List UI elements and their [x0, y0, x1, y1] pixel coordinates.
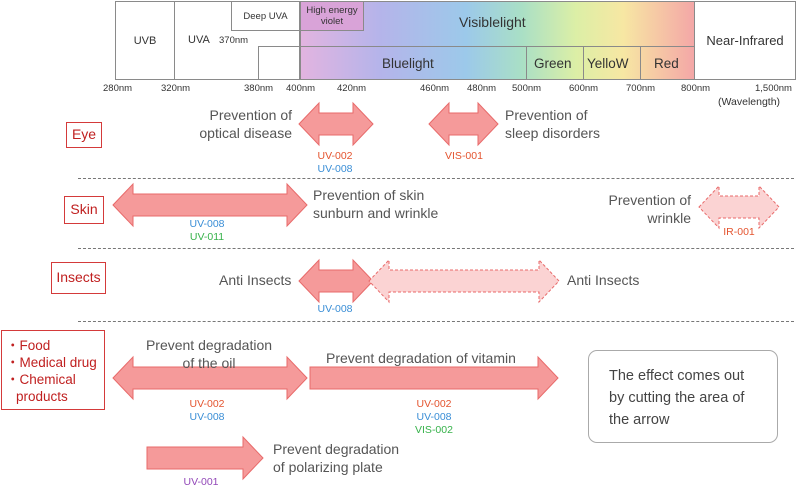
category-chemical-line: ・Chemical	[6, 372, 76, 387]
food-vitamin-codes: UV-002 UV-008 VIS-002	[415, 398, 453, 436]
tick-800: 800nm	[681, 83, 711, 94]
category-food-line: ・Food	[6, 338, 51, 353]
tick-280: 280nm	[103, 83, 133, 94]
tick-500: 500nm	[512, 83, 542, 94]
category-medical-line: ・Medical drug	[6, 355, 97, 370]
note-line-3: the arrow	[609, 412, 670, 428]
separator-2	[78, 248, 794, 249]
yellow-divider	[583, 46, 584, 80]
category-insects: Insects	[51, 262, 106, 294]
note-line-2: by cutting the area of	[609, 390, 745, 406]
category-products-line: products	[16, 389, 68, 404]
eye-sleep-desc: Prevention of sleep disorders	[505, 107, 600, 141]
arrow-food-oil	[112, 355, 308, 401]
note-box: The effect comes out by cutting the area…	[588, 350, 778, 443]
insects-left-desc: Anti Insects	[219, 272, 292, 288]
uvb-band: UVB	[115, 1, 175, 80]
arrow-food-vitamin	[309, 355, 559, 401]
food-vitamin-desc: Prevent degradation of vitamin	[326, 350, 516, 366]
near-infrared-band: Near-Infrared	[694, 1, 796, 80]
arrow-eye-optical	[298, 101, 374, 147]
wavelength-label: (Wavelength)	[718, 96, 781, 108]
tick-600: 600nm	[569, 83, 599, 94]
category-skin: Skin	[64, 196, 104, 224]
uva-370-label: 370nm	[219, 35, 249, 46]
arrow-food-plate	[146, 435, 264, 481]
tick-460: 460nm	[420, 83, 450, 94]
eye-optical-codes: UV-002 UV-008	[317, 150, 353, 175]
green-divider	[526, 46, 527, 80]
insects-codes: UV-008	[317, 303, 353, 315]
insects-right-desc: Anti Insects	[567, 272, 640, 288]
note-line-1: The effect comes out	[609, 368, 745, 384]
deep-uva-band: Deep UVA	[231, 1, 300, 31]
eye-optical-desc: Prevention of optical disease	[199, 107, 292, 141]
visible-divider	[300, 46, 695, 47]
food-plate-codes: UV-001	[183, 476, 219, 488]
skin-sunburn-desc: Prevention of skin sunburn and wrinkle	[313, 187, 439, 221]
tick-380: 380nm	[244, 83, 274, 94]
bluelight-label: Bluelight	[382, 56, 434, 71]
skin-wrinkle-codes: IR-001	[723, 226, 755, 238]
eye-sleep-codes: VIS-001	[445, 150, 483, 162]
arrow-insects-dashed	[368, 258, 560, 304]
skin-wrinkle-desc: Prevention of wrinkle	[608, 192, 692, 226]
separator-1	[78, 178, 794, 179]
category-food-drug-chemical: ・Food ・Medical drug ・Chemical products	[1, 330, 105, 410]
visible-gradient	[300, 1, 695, 80]
uva-lower-box	[258, 46, 300, 80]
category-eye: Eye	[66, 122, 102, 148]
green-label: Green	[534, 56, 572, 71]
yellow-label: YelloW	[587, 56, 629, 71]
separator-3	[78, 321, 794, 322]
tick-400: 400nm	[286, 83, 316, 94]
tick-480: 480nm	[467, 83, 497, 94]
food-oil-desc: Prevent degradation of the oil	[145, 337, 273, 371]
food-oil-codes: UV-002 UV-008	[189, 398, 225, 423]
tick-1500: 1,500nm	[755, 83, 792, 94]
arrow-skin-wrinkle	[698, 184, 780, 230]
tick-420: 420nm	[337, 83, 367, 94]
red-label: Red	[654, 56, 679, 71]
hev-band: High energy violet	[300, 1, 364, 31]
tick-320: 320nm	[161, 83, 191, 94]
arrow-eye-sleep	[428, 101, 499, 147]
red-divider	[640, 46, 641, 80]
arrow-skin-sunburn	[112, 182, 308, 228]
skin-sunburn-codes: UV-008 UV-011	[189, 218, 225, 243]
visible-label: Visiblelight	[459, 14, 526, 30]
arrow-insects-solid	[298, 258, 374, 304]
uva-label: UVA	[188, 34, 210, 46]
tick-700: 700nm	[626, 83, 656, 94]
food-plate-desc: Prevent degradation of polarizing plate	[273, 441, 400, 475]
